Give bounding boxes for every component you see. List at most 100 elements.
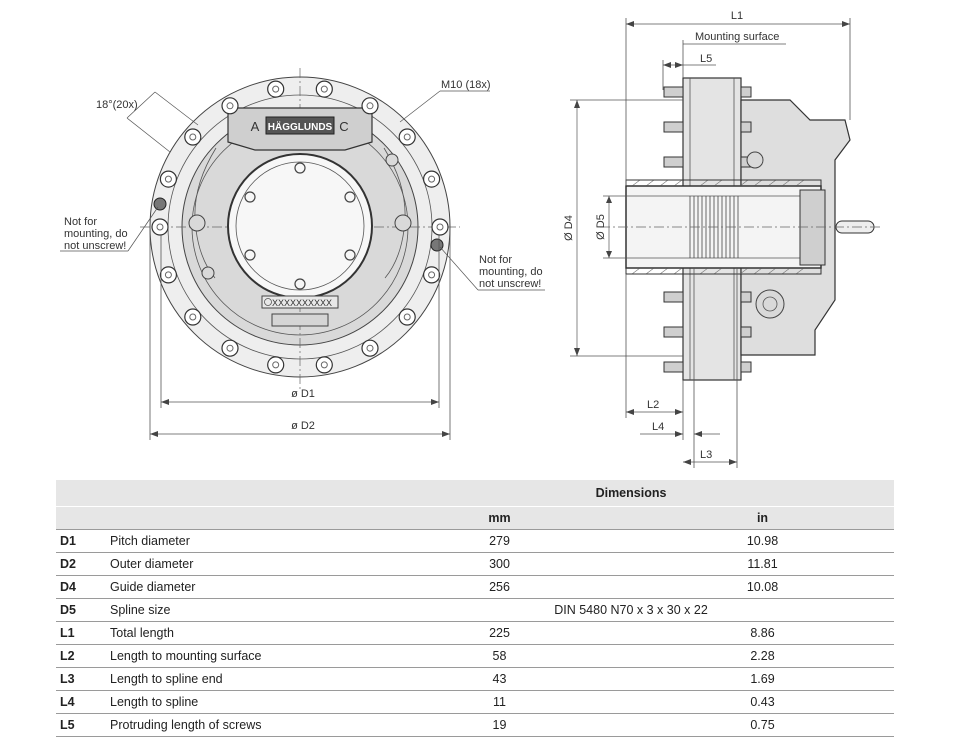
protruding-screw: [663, 121, 684, 133]
bolt-hole-core: [189, 133, 197, 141]
row-code: D2: [56, 552, 110, 576]
bolt-hole: [423, 266, 441, 284]
table-row: L3 Length to spline end 43 1.69: [56, 667, 894, 691]
bolt-hole: [159, 266, 177, 284]
bolt-hole-core: [403, 313, 411, 321]
row-in: 0.75: [631, 713, 894, 737]
side-view: L1 Mounting surface L5 Ø D4 Ø D5 L2: [563, 10, 880, 468]
dim-l1-label: L1: [731, 10, 743, 22]
nut: [740, 121, 752, 133]
dim-l5-label: L5: [700, 53, 712, 65]
bolt-hole-core: [226, 102, 234, 110]
row-code: L5: [56, 713, 110, 737]
bolt-hole-core: [428, 271, 436, 279]
bolt-hole: [423, 170, 441, 188]
bolt-hole-core: [226, 344, 234, 352]
bolt-hole-core: [164, 271, 172, 279]
bolt-hole: [361, 339, 379, 357]
bolt-hole: [267, 80, 285, 98]
mounting-bolt-holes: [151, 80, 449, 374]
row-desc: Spline size: [110, 598, 368, 622]
disk-bolt-holes: [244, 162, 356, 290]
row-desc: Length to spline end: [110, 667, 368, 691]
row-mm: 11: [368, 690, 631, 714]
bolt-hole: [361, 97, 379, 115]
special-bolt-left: [153, 197, 167, 211]
port-c-label: C: [339, 119, 348, 134]
dim-d5-label: Ø D5: [595, 214, 607, 240]
port-a-label: A: [251, 119, 260, 134]
brand-logo-text: HÄGGLUNDS: [268, 120, 333, 133]
row-desc: Guide diameter: [110, 575, 368, 599]
bolt-hole-core: [156, 223, 164, 231]
row-desc: Length to spline: [110, 690, 368, 714]
table-row: D5 Spline size DIN 5480 N70 x 3 x 30 x 2…: [56, 598, 894, 622]
serial-plate: [261, 295, 339, 309]
table-row: D2 Outer diameter 300 11.81: [56, 552, 894, 576]
protruding-screw: [663, 86, 684, 98]
nut: [740, 361, 752, 373]
brand-logo: [265, 116, 335, 135]
row-in: 1.69: [631, 667, 894, 691]
bolt-hole: [315, 80, 333, 98]
protruding-screw: [663, 291, 684, 303]
dim-d2-label: ø D2: [291, 420, 315, 432]
row-mm: 19: [368, 713, 631, 737]
row-code: L3: [56, 667, 110, 691]
bolt-hole: [159, 170, 177, 188]
table-row: L1 Total length 225 8.86: [56, 621, 894, 645]
inner-disk: [227, 153, 373, 299]
row-mm: 43: [368, 667, 631, 691]
table-row: L5 Protruding length of screws 19 0.75: [56, 713, 894, 737]
bolt-hole: [184, 128, 202, 146]
bolt-hole: [267, 356, 285, 374]
row-desc: Pitch diameter: [110, 529, 368, 553]
table-row: D1 Pitch diameter 279 10.98: [56, 529, 894, 553]
bolt-hole-core: [320, 361, 328, 369]
row-mm: 279: [368, 529, 631, 553]
protruding-screw: [663, 361, 684, 373]
front-view: HÄGGLUNDS A C XXXXXXXXXX ø D1 ø D2: [60, 68, 545, 440]
dim-d4-label: Ø D4: [563, 215, 575, 241]
bolt-hole: [151, 218, 169, 236]
row-in: 8.86: [631, 621, 894, 645]
row-span: DIN 5480 N70 x 3 x 30 x 22: [368, 598, 894, 622]
row-in: 10.08: [631, 575, 894, 599]
table-row: L4 Length to spline 11 0.43: [56, 690, 894, 714]
row-mm: 300: [368, 552, 631, 576]
mounting-surface-label: Mounting surface: [695, 31, 779, 43]
dim-l2-label: L2: [647, 399, 659, 411]
bolt-hole-core: [272, 85, 280, 93]
row-code: L4: [56, 690, 110, 714]
row-code: L1: [56, 621, 110, 645]
nut: [740, 326, 752, 338]
note-left: Not for mounting, do not unscrew!: [64, 216, 131, 252]
nut: [740, 86, 752, 98]
nut: [740, 291, 752, 303]
row-desc: Protruding length of screws: [110, 713, 368, 737]
plug-left: [188, 214, 206, 232]
protruding-screw: [663, 156, 684, 168]
bolt-hole-core: [403, 133, 411, 141]
dimensions-table: Dimensions mm in D1 Pitch diameter 279 1…: [56, 480, 894, 737]
bolt-hole: [315, 356, 333, 374]
row-desc: Length to mounting surface: [110, 644, 368, 668]
bolt-hole-core: [366, 102, 374, 110]
bolt-hole-core: [164, 175, 172, 183]
row-in: 11.81: [631, 552, 894, 576]
row-code: D4: [56, 575, 110, 599]
shaft-hatching: [631, 179, 805, 275]
bolt-hole-core: [189, 313, 197, 321]
dim-d1-label: ø D1: [291, 388, 315, 400]
bolt-hole: [398, 308, 416, 326]
bolt-hole: [221, 339, 239, 357]
row-mm: 256: [368, 575, 631, 599]
bolt-hole-core: [272, 361, 280, 369]
bolt-hole: [398, 128, 416, 146]
dimensions-header: Dimensions: [368, 480, 894, 507]
row-desc: Outer diameter: [110, 552, 368, 576]
serial-mark: XXXXXXXXXX: [272, 298, 332, 308]
bolt-hole-core: [428, 175, 436, 183]
row-mm: 225: [368, 621, 631, 645]
bolt-hole-core: [320, 85, 328, 93]
